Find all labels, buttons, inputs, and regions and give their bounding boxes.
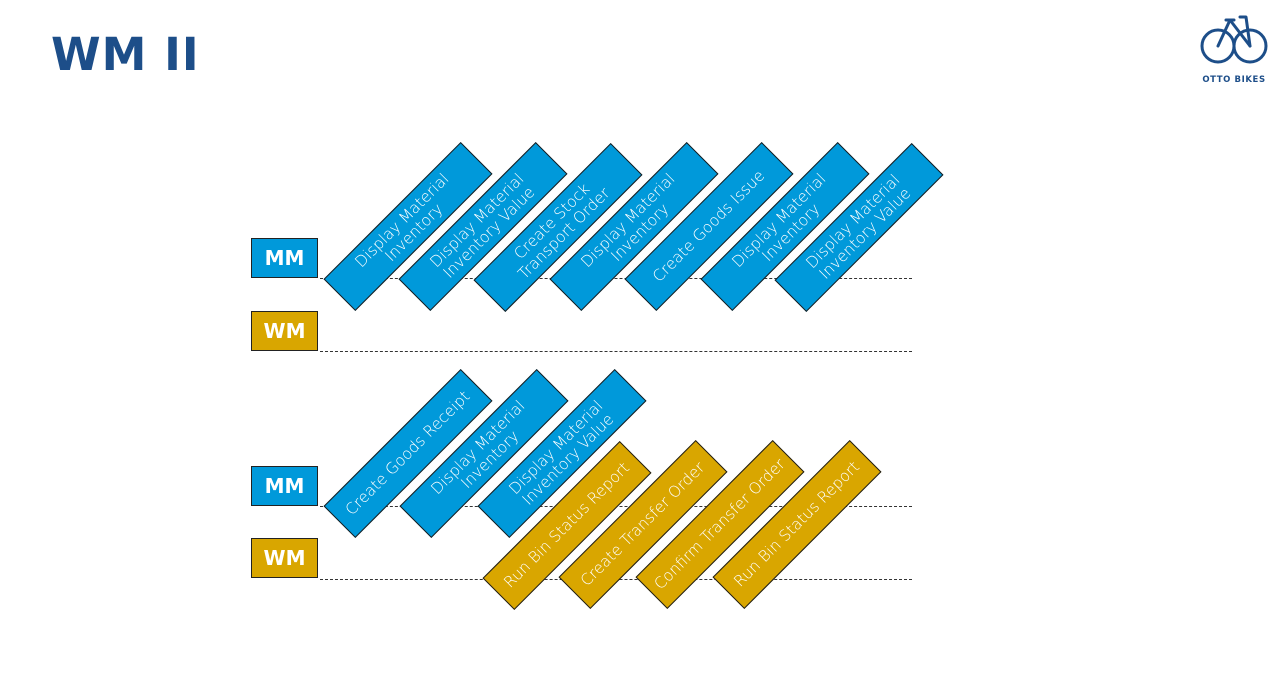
wm-lane-label: WM: [251, 311, 318, 351]
bicycle-icon: [1200, 15, 1268, 64]
wm-lane-label: WM: [251, 538, 318, 578]
mm-lane-label: MM: [251, 466, 318, 506]
wm-lane-line: [320, 351, 912, 352]
brand-logo: OTTO BIKES: [1196, 12, 1272, 88]
slide-title: WM II: [51, 28, 200, 81]
mm-lane-label: MM: [251, 238, 318, 278]
brand-name: OTTO BIKES: [1202, 75, 1266, 85]
mm-lane-line: [320, 278, 912, 279]
